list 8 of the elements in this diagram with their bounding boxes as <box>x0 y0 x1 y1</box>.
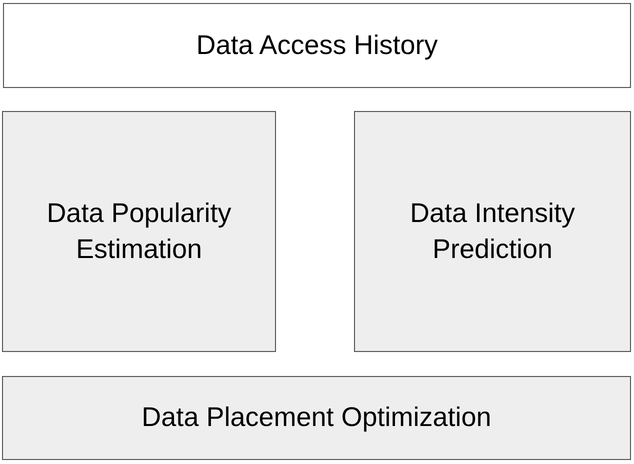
process-box <box>2 376 631 460</box>
node-label: Data Placement Optimization <box>142 401 492 434</box>
node-label: Data Intensity Prediction <box>408 197 576 266</box>
node-label: Data Access History <box>196 28 438 62</box>
process-box <box>354 111 631 352</box>
header-box <box>3 3 631 88</box>
node-label: Data Popularity Estimation <box>46 197 232 266</box>
process-box <box>2 111 276 352</box>
